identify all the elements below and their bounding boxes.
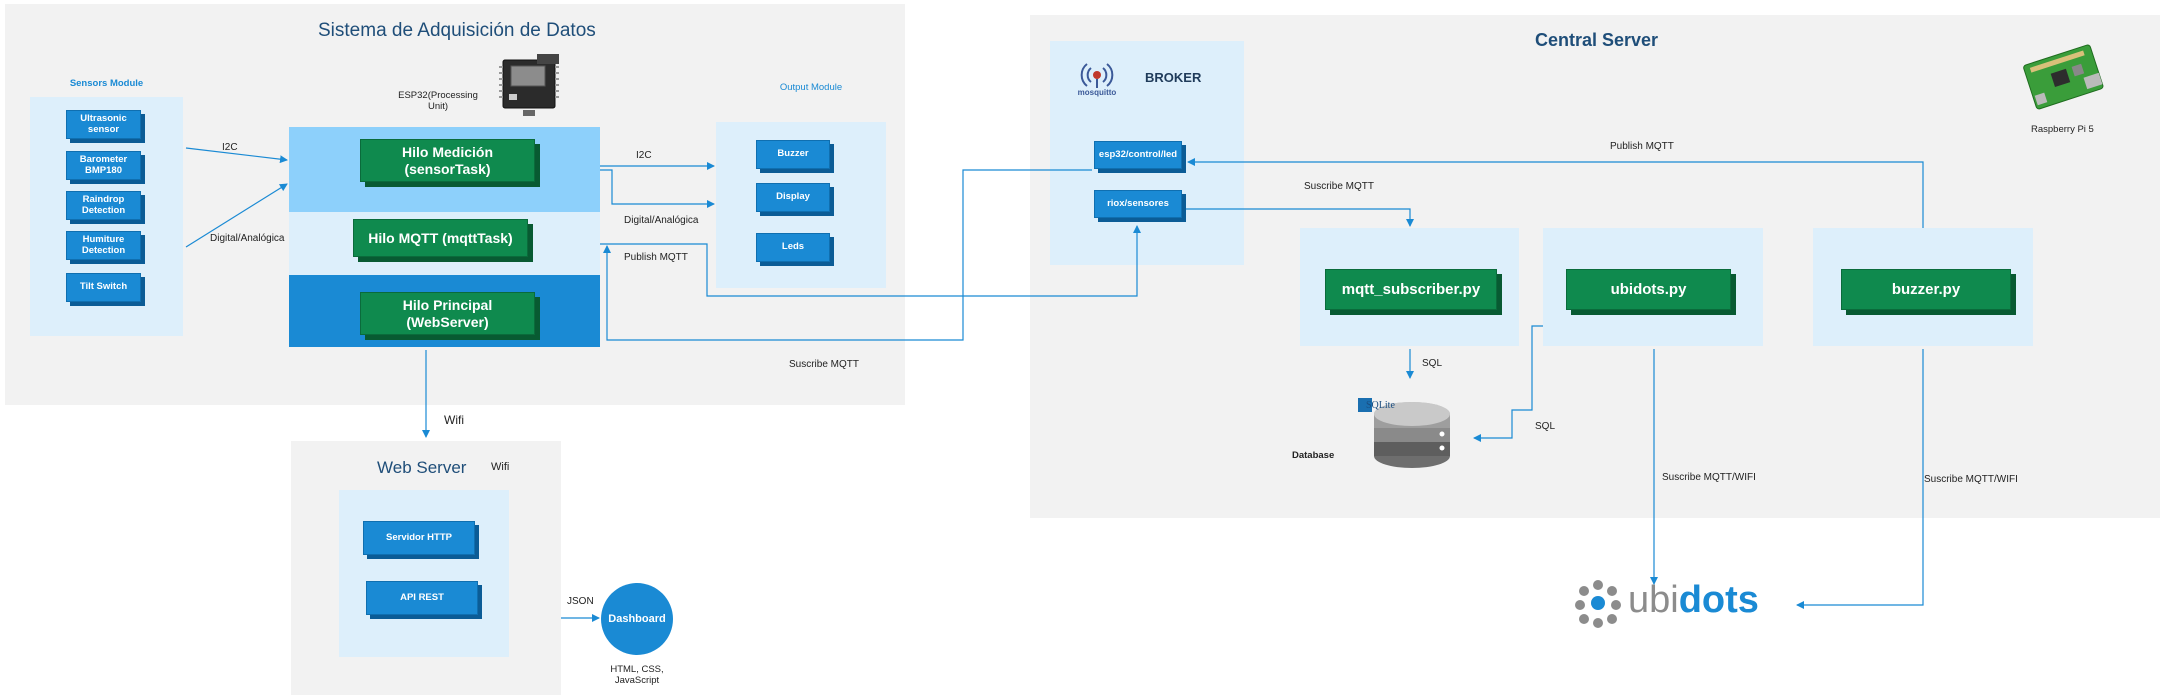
output-module-title: Output Module — [779, 82, 843, 93]
ubidots-logo: ubidots — [1572, 577, 1802, 629]
servidor-http: Servidor HTTP — [363, 521, 475, 555]
mosquitto-logo-text: mosquitto — [1077, 88, 1117, 97]
thread-medicion: Hilo Medición (sensorTask) — [360, 139, 535, 182]
ubidots-prefix: ubi — [1628, 579, 1679, 621]
label-digital-in: Digital/Analógica — [210, 233, 285, 244]
database-label: Database — [1292, 450, 1335, 461]
label-publish-mqtt-esp: Publish MQTT — [624, 252, 688, 263]
label-publish-mqtt-buzzer: Publish MQTT — [1610, 141, 1674, 152]
esp32-label: ESP32(Processing Unit) — [398, 90, 478, 112]
esp32-board-icon — [497, 52, 572, 118]
webserver-module — [339, 490, 509, 657]
sensor-humiture: Humiture Detection — [66, 231, 141, 260]
sqlite-database-icon: SQLite — [1356, 396, 1456, 476]
label-i2c-in: I2C — [222, 142, 238, 153]
broker-title: BROKER — [1145, 70, 1202, 85]
topic-riox-sensores: riox/sensores — [1094, 190, 1182, 218]
output-buzzer: Buzzer — [756, 140, 830, 169]
sensor-barometer: Barometer BMP180 — [66, 151, 141, 180]
label-suscribe-wifi-2: Suscribe MQTT/WIFI — [1924, 474, 2018, 485]
ubidots-dots-icon — [1575, 580, 1621, 628]
script-mqtt-subscriber: mqtt_subscriber.py — [1325, 269, 1497, 310]
sensor-ultrasonic: Ultrasonic sensor — [66, 110, 141, 139]
ubidots-suffix: dots — [1678, 579, 1759, 621]
webserver-title: Web Server — [377, 458, 467, 477]
output-display: Display — [756, 183, 830, 212]
sensor-raindrop: Raindrop Detection — [66, 191, 141, 220]
label-sql-2: SQL — [1535, 421, 1556, 432]
label-suscribe-mqtt-broker: Suscribe MQTT — [1304, 181, 1375, 192]
webserver-wifi-label: Wifi — [491, 461, 510, 473]
dashboard-label: Dashboard — [608, 613, 666, 625]
label-i2c-out: I2C — [636, 150, 652, 161]
mosquitto-logo-icon: mosquitto — [1071, 56, 1123, 100]
output-leds: Leds — [756, 233, 830, 262]
sensor-tilt-switch: Tilt Switch — [66, 273, 141, 302]
sqlite-label: SQLite — [1366, 400, 1395, 411]
api-rest: API REST — [366, 581, 478, 615]
label-suscribe-wifi-1: Suscribe MQTT/WIFI — [1662, 472, 1756, 483]
label-suscribe-mqtt-esp: Suscribe MQTT — [789, 359, 860, 370]
thread-principal: Hilo Principal (WebServer) — [360, 292, 535, 335]
label-wifi-down: Wifi — [444, 413, 464, 427]
sensors-module-title: Sensors Module — [69, 78, 144, 89]
label-digital-out: Digital/Analógica — [624, 215, 699, 226]
dashboard-tech: HTML, CSS, JavaScript — [610, 664, 664, 686]
script-buzzer: buzzer.py — [1841, 269, 2011, 310]
dashboard[interactable]: Dashboard — [601, 583, 673, 655]
central-server-title: Central Server — [1535, 30, 1659, 50]
raspberry-pi-icon — [2018, 40, 2108, 112]
thread-mqtt: Hilo MQTT (mqttTask) — [353, 219, 528, 257]
raspberry-pi-label: Raspberry Pi 5 — [2031, 124, 2094, 135]
script-ubidots: ubidots.py — [1566, 269, 1731, 310]
topic-esp32-control-led: esp32/control/led — [1094, 141, 1182, 169]
label-json: JSON — [567, 596, 594, 607]
acquisition-title: Sistema de Adquisición de Datos — [318, 20, 596, 41]
label-sql-1: SQL — [1422, 358, 1443, 369]
